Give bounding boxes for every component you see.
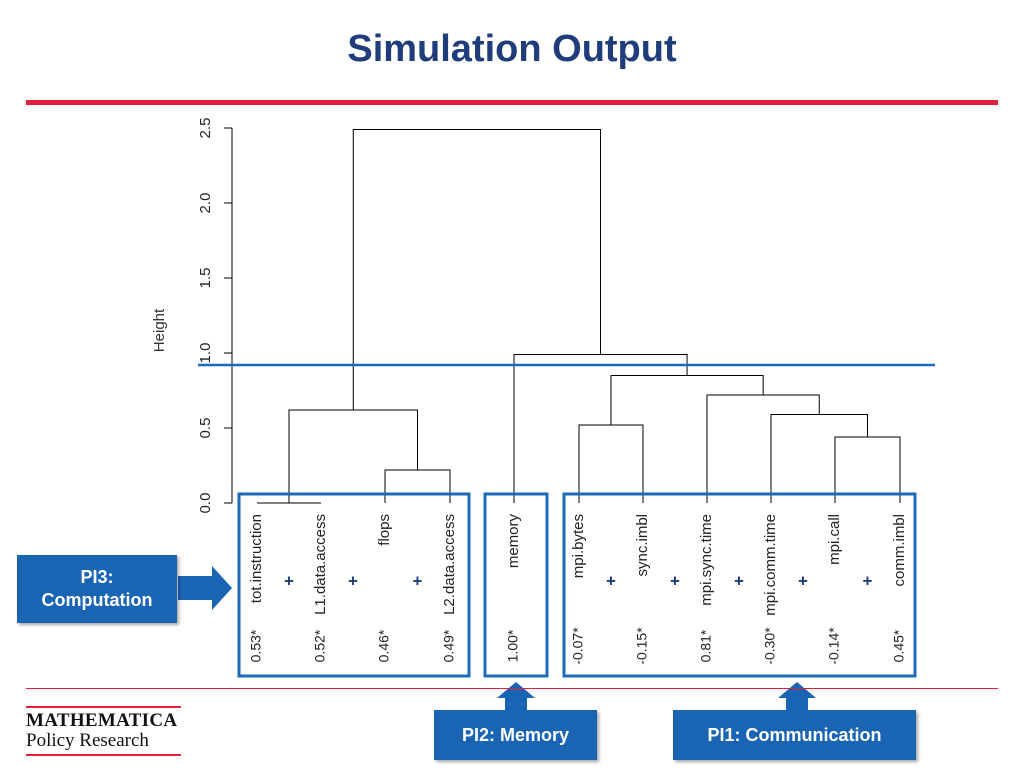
pi2-label: PI2: Memory <box>461 724 570 745</box>
dendrogram-merge <box>288 409 418 503</box>
leaf-label: mpi.call <box>826 514 843 565</box>
cluster-group-box <box>483 492 549 678</box>
up-arrow-icon <box>497 682 535 710</box>
dendrogram-merge <box>706 394 820 503</box>
leaf-value: -0.14* <box>826 627 842 665</box>
pi3-label: PI3:Computation <box>41 567 153 610</box>
leaf-label: mpi.comm.time <box>762 514 779 616</box>
plus-sign: + <box>413 571 423 590</box>
leaf-value: -0.30* <box>762 627 778 665</box>
plus-sign: + <box>734 571 744 590</box>
title-divider <box>26 100 998 105</box>
mathematica-logo: MATHEMATICA Policy Research <box>26 706 181 756</box>
leaf-label: tot.instruction <box>248 514 265 603</box>
plus-sign: + <box>798 571 808 590</box>
leaf-value: 0.45* <box>891 629 907 662</box>
plus-sign: + <box>284 571 294 590</box>
pi3-computation-callout: PI3:Computation <box>17 555 177 623</box>
up-arrow-icon <box>778 682 816 710</box>
dendrogram-merge <box>578 424 644 503</box>
dendrogram-merge <box>352 129 602 410</box>
footer-divider <box>26 688 998 689</box>
y-tick-label: 2.0 <box>197 193 214 214</box>
leaf-label: mpi.sync.time <box>698 514 715 606</box>
leaf-value: 0.53* <box>248 629 264 662</box>
right-arrow-icon <box>178 566 232 610</box>
plus-sign: + <box>670 571 680 590</box>
leaf-label: memory <box>505 514 522 569</box>
y-tick-label: 1.0 <box>197 343 214 364</box>
y-tick-label: 0.0 <box>197 493 214 514</box>
leaf-label: comm.imbl <box>891 514 908 587</box>
plus-sign: + <box>348 571 358 590</box>
leaf-value: -0.07* <box>570 627 586 665</box>
cluster-group-box <box>562 492 917 678</box>
dendrogram-merge <box>610 375 764 425</box>
y-axis-label: Height <box>151 308 168 352</box>
plus-sign: + <box>606 571 616 590</box>
y-tick-label: 1.5 <box>197 268 214 289</box>
pi1-label: PI1: Communication <box>707 724 882 745</box>
leaf-value: 1.00* <box>505 629 521 662</box>
logo-bottom-line <box>26 754 181 756</box>
leaf-value: 0.49* <box>441 629 457 662</box>
logo-top-line <box>26 706 181 708</box>
dendrogram-merge <box>384 469 451 503</box>
leaf-label: L1.data.access <box>312 514 329 615</box>
leaf-value: 0.81* <box>698 629 714 662</box>
y-tick-label: 0.5 <box>197 418 214 439</box>
pi2-memory-callout: PI2: Memory <box>434 710 597 760</box>
leaf-label: L2.data.access <box>441 514 458 615</box>
logo-wordmark: MATHEMATICA <box>26 710 178 731</box>
leaf-value: 0.52* <box>312 629 328 662</box>
leaf-label: mpi.bytes <box>570 514 587 578</box>
dendrogram-merge <box>770 414 868 503</box>
y-tick-label: 2.5 <box>197 118 214 139</box>
slide-title: Simulation Output <box>347 28 677 70</box>
pi1-communication-callout: PI1: Communication <box>673 710 916 760</box>
leaf-label: sync.imbl <box>634 514 651 577</box>
leaf-label: flops <box>376 514 393 546</box>
plus-sign: + <box>863 571 873 590</box>
dendrogram-merge <box>513 354 688 503</box>
leaf-value: 0.46* <box>376 629 392 662</box>
logo-subtitle: Policy Research <box>26 730 149 751</box>
cluster-group-box <box>237 492 471 678</box>
leaf-value: -0.15* <box>634 627 650 665</box>
